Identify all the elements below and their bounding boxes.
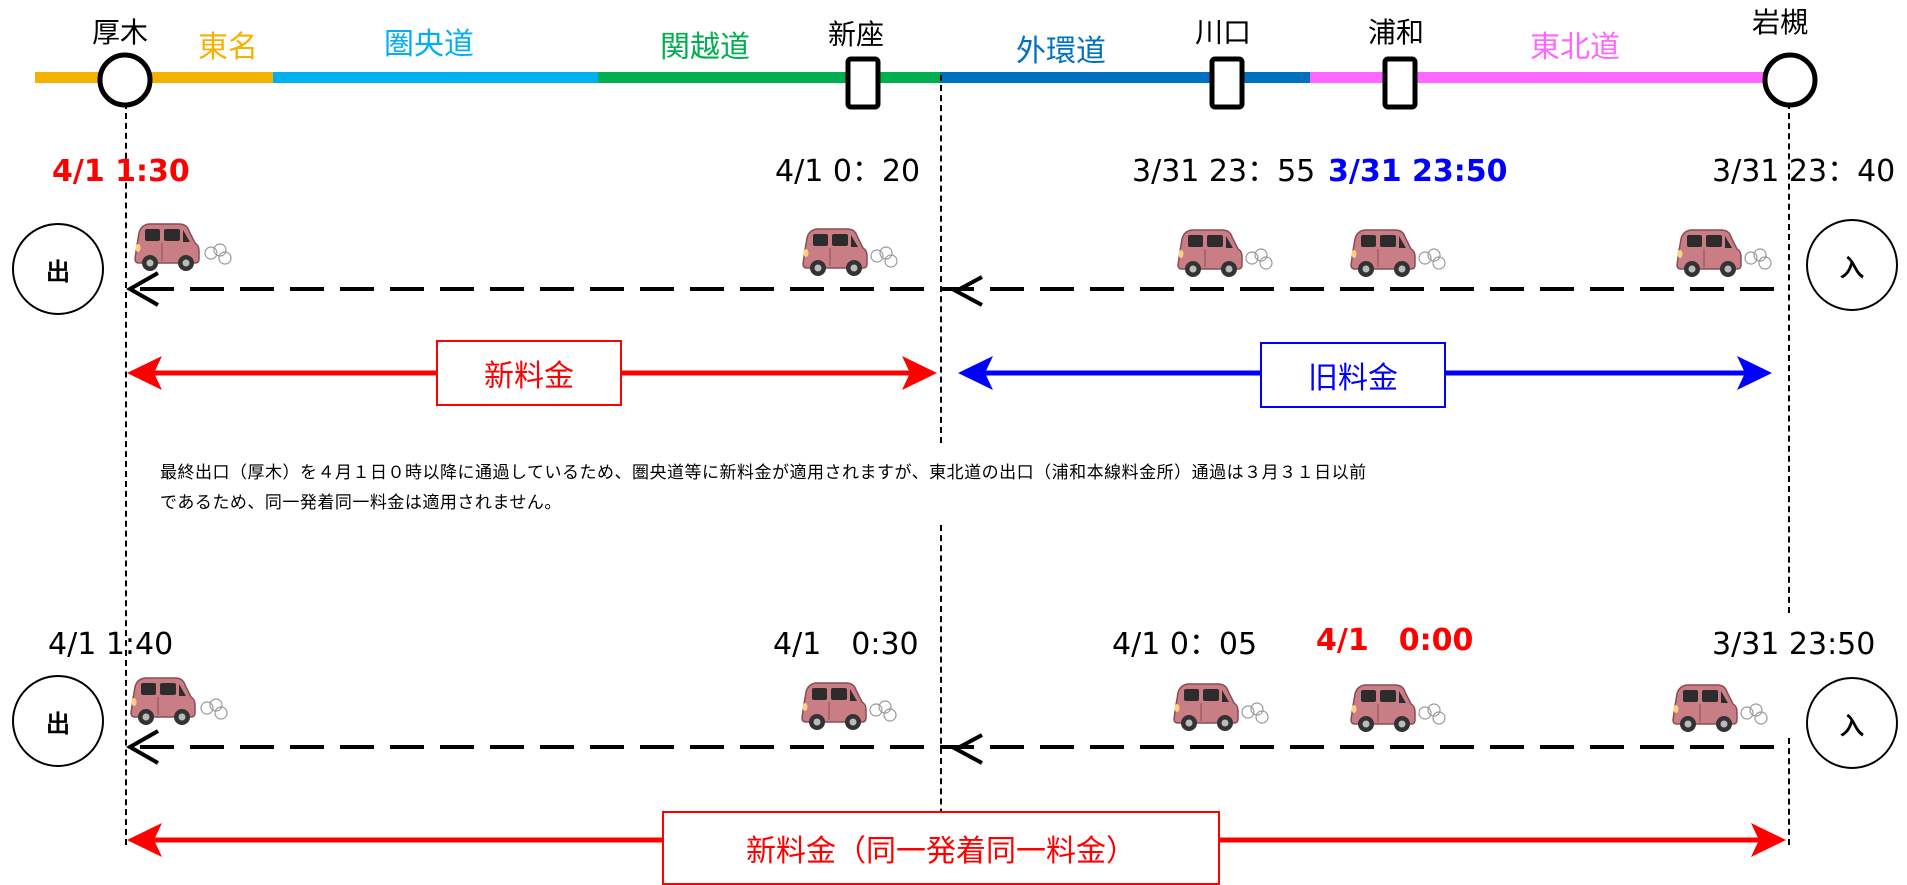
exhaust-cloud-icon bbox=[200, 698, 228, 720]
station-icon-urawa bbox=[1382, 56, 1418, 110]
car-icon bbox=[1676, 229, 1742, 278]
arrowhead-left-icon bbox=[125, 729, 159, 765]
route-segment-kanetsu bbox=[598, 72, 940, 83]
station-label-niiza: 新座 bbox=[828, 18, 885, 51]
car-icon bbox=[134, 223, 200, 272]
car-icon bbox=[1672, 684, 1738, 733]
station-label-urawa: 浦和 bbox=[1368, 16, 1425, 49]
car-icon bbox=[1350, 684, 1416, 733]
exit-marker: 出 bbox=[12, 675, 104, 767]
car-icon bbox=[1350, 229, 1416, 278]
entry-marker: 入 bbox=[1806, 219, 1898, 311]
road-label-tomei: 東名 bbox=[198, 30, 258, 65]
arrowhead-icon bbox=[1751, 823, 1786, 857]
route-segment-tohoku bbox=[1310, 72, 1790, 83]
route-segment-kenodo bbox=[273, 72, 598, 83]
car-icon bbox=[130, 677, 196, 726]
exit-marker: 出 bbox=[12, 223, 104, 315]
exhaust-cloud-icon bbox=[869, 700, 897, 722]
road-label-gaikan: 外環道 bbox=[1016, 34, 1106, 69]
station-label-iwatsuki: 岩槻 bbox=[1752, 6, 1809, 39]
road-label-kanetsu: 関越道 bbox=[660, 30, 750, 65]
exhaust-cloud-icon bbox=[1418, 703, 1446, 725]
guide-line-niiza-lower bbox=[940, 525, 942, 845]
exhaust-cloud-icon bbox=[1740, 703, 1768, 725]
note-line-2: であるため、同一発着同一料金は適用されません。 bbox=[160, 493, 562, 513]
old-fee-label: 旧料金 bbox=[1260, 342, 1446, 408]
exhaust-cloud-icon bbox=[1744, 248, 1772, 270]
exhaust-cloud-icon bbox=[1418, 248, 1446, 270]
arrowhead-left-icon bbox=[951, 733, 983, 765]
car-icon bbox=[802, 228, 868, 277]
route-segment-tomei bbox=[35, 72, 273, 83]
time-niiza: 4/1 0:30 bbox=[773, 627, 919, 662]
guide-line-niiza-upper bbox=[940, 75, 942, 443]
note-line-1: 最終出口（厚木）を４月１日０時以降に通過しているため、圏央道等に新料金が適用され… bbox=[160, 463, 1367, 483]
guide-line-atsugi bbox=[125, 103, 127, 845]
arrowhead-left-icon bbox=[951, 275, 983, 307]
arrowhead-icon bbox=[127, 823, 162, 857]
guide-line-iwatsuki-lower bbox=[1788, 738, 1790, 845]
road-label-kenodo: 圏央道 bbox=[384, 27, 474, 62]
time-niiza: 4/1 0：20 bbox=[775, 154, 921, 189]
car-icon bbox=[801, 682, 867, 731]
time-iwatsuki: 3/31 23:50 bbox=[1712, 627, 1876, 662]
entry-marker: 入 bbox=[1806, 677, 1898, 769]
station-icon-niiza bbox=[845, 56, 881, 110]
time-urawa: 3/31 23:50 bbox=[1328, 154, 1508, 189]
same-fee-label: 新料金（同一発着同一料金） bbox=[662, 811, 1220, 885]
exhaust-cloud-icon bbox=[1241, 702, 1269, 724]
car-icon bbox=[1173, 683, 1239, 732]
road-label-tohoku: 東北道 bbox=[1530, 30, 1620, 65]
exhaust-cloud-icon bbox=[204, 243, 232, 265]
arrowhead-icon bbox=[127, 356, 162, 390]
car-icon bbox=[1177, 229, 1243, 278]
exhaust-cloud-icon bbox=[870, 246, 898, 268]
new-fee-label: 新料金 bbox=[436, 340, 622, 406]
guide-line-iwatsuki bbox=[1788, 103, 1790, 613]
time-iwatsuki: 3/31 23：40 bbox=[1712, 154, 1896, 189]
terminal-icon-atsugi bbox=[97, 52, 153, 108]
route-segment-gaikan bbox=[940, 72, 1310, 83]
station-icon-kawaguchi bbox=[1209, 56, 1245, 110]
time-atsugi: 4/1 1:40 bbox=[48, 627, 174, 662]
station-label-atsugi: 厚木 bbox=[92, 16, 149, 49]
arrowhead-icon bbox=[1737, 356, 1772, 390]
exhaust-cloud-icon bbox=[1245, 248, 1273, 270]
arrowhead-icon bbox=[902, 356, 937, 390]
arrowhead-icon bbox=[958, 356, 993, 390]
terminal-icon-iwatsuki bbox=[1762, 52, 1818, 108]
time-urawa: 4/1 0:00 bbox=[1316, 623, 1474, 658]
station-label-kawaguchi: 川口 bbox=[1195, 16, 1252, 49]
time-kawaguchi: 4/1 0：05 bbox=[1112, 627, 1258, 662]
time-kawaguchi: 3/31 23：55 bbox=[1132, 154, 1316, 189]
arrowhead-left-icon bbox=[125, 271, 159, 307]
time-atsugi: 4/1 1:30 bbox=[52, 154, 190, 189]
